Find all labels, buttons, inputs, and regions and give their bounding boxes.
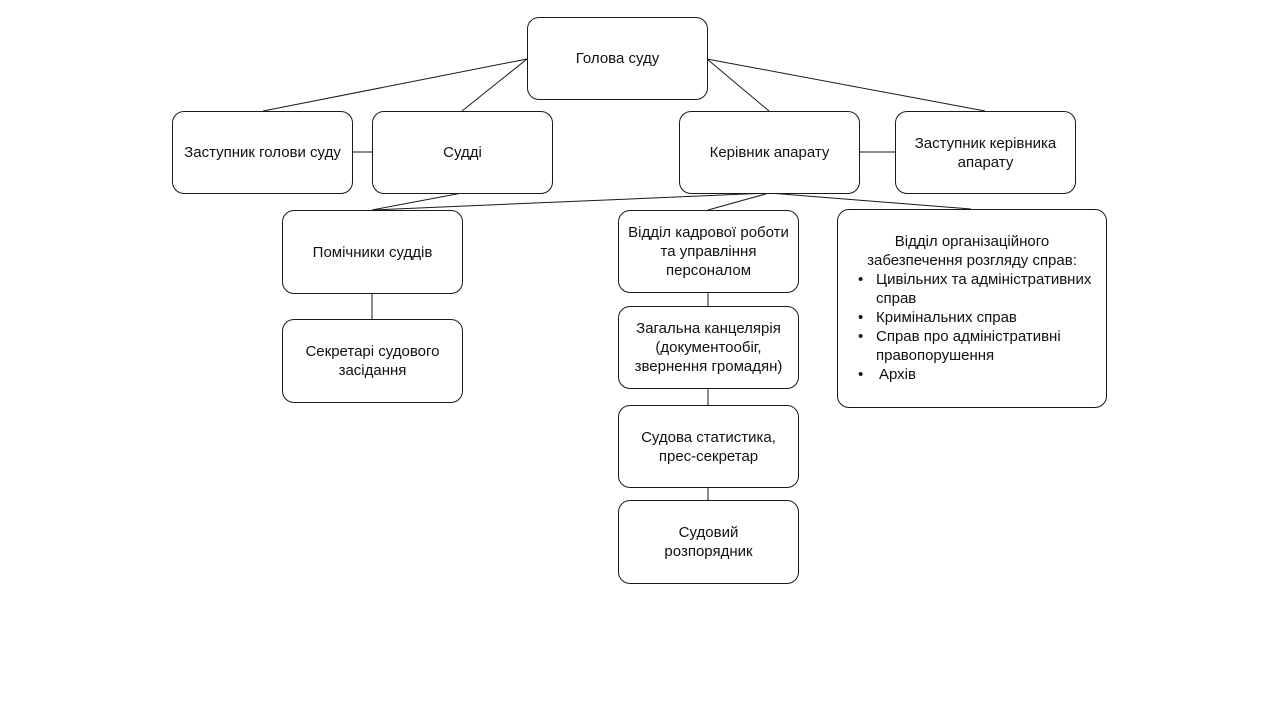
node-chief-of-staff-label: Керівник апарату <box>709 144 830 161</box>
connector-chief-hr <box>707 192 770 211</box>
node-head-label: Голова суду <box>575 50 660 67</box>
node-deputy-head: Заступник голови суду <box>172 111 353 194</box>
node-judge-assistants: Помічники суддів <box>282 210 463 294</box>
node-court-secretaries-label: Секретарі судового засідання <box>305 343 440 379</box>
node-chief-of-staff: Керівник апарату <box>679 111 860 194</box>
node-deputy-chief-of-staff-label: Заступник керівника апарату <box>914 134 1057 171</box>
connector-head-deputy-chief <box>706 58 986 112</box>
connector-judges-assistants <box>371 192 463 211</box>
node-hr-department-label: Відділ кадрової роботи та управління пер… <box>628 224 789 279</box>
node-case-support-title: Відділ організаційного забезпечення розг… <box>867 233 1077 269</box>
node-deputy-chief-of-staff: Заступник керівника апарату <box>895 111 1076 194</box>
connector-chief-case-support <box>768 192 972 210</box>
node-deputy-head-label: Заступник голови суду <box>184 144 341 161</box>
node-hr-department: Відділ кадрової роботи та управління пер… <box>618 210 799 293</box>
node-judge-assistants-label: Помічники суддів <box>312 243 433 261</box>
connector-chief-assistants <box>371 192 770 211</box>
node-statistics-press-label: Судова статистика, прес-секретар <box>641 428 776 465</box>
case-support-item-administrative-offenses: Справ про адміністративні правопорушення <box>846 327 1098 365</box>
connector-head-deputy-head <box>262 58 528 112</box>
case-support-item-civil: Цивільних та адміністративних справ <box>846 270 1098 308</box>
node-general-office: Загальна канцелярія (документообіг, звер… <box>618 306 799 389</box>
node-judges-label: Судді <box>443 144 482 161</box>
connector-head-judges <box>461 58 528 112</box>
case-support-item-criminal: Кримінальних справ <box>846 308 1098 327</box>
node-case-support-department: Відділ організаційного забезпечення розг… <box>837 209 1107 408</box>
case-support-item-archive: Архів <box>846 365 1098 384</box>
node-statistics-press: Судова статистика, прес-секретар <box>618 405 799 488</box>
node-court-secretaries: Секретарі судового засідання <box>282 319 463 403</box>
connector-head-chief <box>706 58 770 112</box>
node-general-office-label: Загальна канцелярія (документообіг, звер… <box>634 320 783 375</box>
node-court-administrator: Судовий розпорядник <box>618 500 799 584</box>
case-support-list: Цивільних та адміністративних справ Крим… <box>846 270 1098 384</box>
node-court-administrator-label: Судовий розпорядник <box>664 524 753 560</box>
node-head: Голова суду <box>527 17 708 100</box>
node-judges: Судді <box>372 111 553 194</box>
